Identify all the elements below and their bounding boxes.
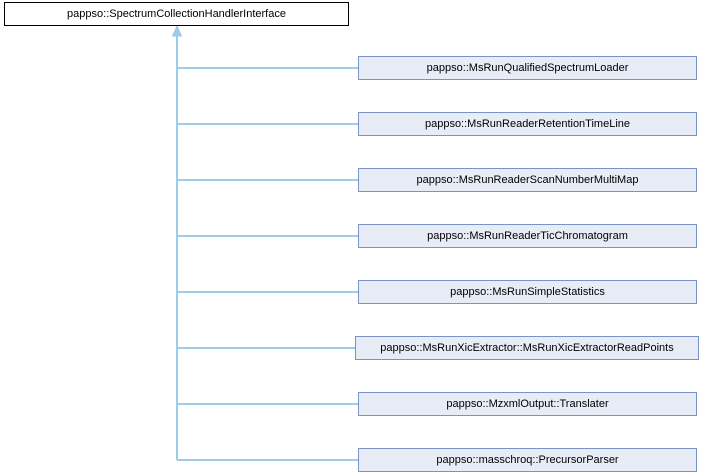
class-node-ms-run-simple-statistics[interactable]: pappso::MsRunSimpleStatistics [358,280,697,304]
class-node-label: pappso::MsRunSimpleStatistics [450,286,605,298]
class-node-label: pappso::MsRunQualifiedSpectrumLoader [426,62,629,74]
class-node-ms-run-reader-tic-chromatogram[interactable]: pappso::MsRunReaderTicChromatogram [358,224,697,248]
class-node-label: pappso::MsRunReaderRetentionTimeLine [424,118,631,130]
class-node-mzxml-output-translater[interactable]: pappso::MzxmlOutput::Translater [358,392,697,416]
inheritance-connectors [171,24,358,461]
class-node-label: pappso::SpectrumCollectionHandlerInterfa… [67,8,286,20]
class-node-label: pappso::masschroq::PrecursorParser [436,454,619,466]
class-node-label: pappso::MsRunReaderTicChromatogram [427,230,628,242]
class-node-ms-run-xic-extractor-read-points[interactable]: pappso::MsRunXicExtractor::MsRunXicExtra… [355,336,699,360]
class-node-masschroq-precursor-parser[interactable]: pappso::masschroq::PrecursorParser [358,448,697,472]
class-node-label: pappso::MsRunReaderScanNumberMultiMap [416,174,639,186]
class-node-label: pappso::MsRunXicExtractor::MsRunXicExtra… [380,342,674,354]
class-node-ms-run-reader-retention-time-line[interactable]: pappso::MsRunReaderRetentionTimeLine [358,112,697,136]
inheritance-arrowhead-icon [171,24,183,37]
class-node-ms-run-reader-scan-number-multi-map[interactable]: pappso::MsRunReaderScanNumberMultiMap [358,168,697,192]
class-node-base[interactable]: pappso::SpectrumCollectionHandlerInterfa… [4,2,349,26]
class-node-label: pappso::MzxmlOutput::Translater [446,398,609,410]
class-node-ms-run-qualified-spectrum-loader[interactable]: pappso::MsRunQualifiedSpectrumLoader [358,56,697,80]
